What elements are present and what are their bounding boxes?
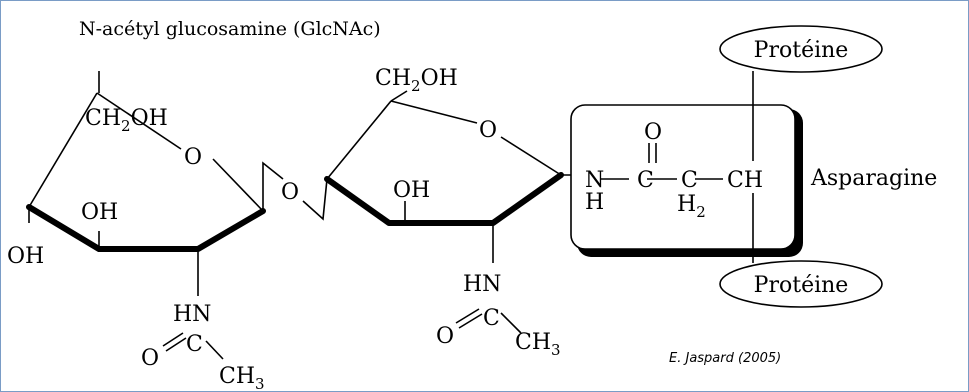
glycosidic-oxygen: O <box>281 180 299 205</box>
sugar1-ch3: CH3 <box>219 364 265 391</box>
sugar1-carbonyl-c: C <box>186 332 203 357</box>
sugar2-ch2oh: CH2OH <box>375 66 458 95</box>
asparagine-ch: CH <box>727 168 763 193</box>
credit-text: E. Jaspard (2005) <box>669 351 781 366</box>
asparagine-c2: C <box>681 168 698 193</box>
glycosidic-bond-right <box>302 178 328 221</box>
sugar1-hn: HN <box>173 302 211 327</box>
sugar1-oh-left: OH <box>7 244 44 269</box>
asparagine-box <box>570 104 796 250</box>
asparagine-c1: C <box>637 168 654 193</box>
asparagine-label: Asparagine <box>810 166 937 191</box>
asparagine-bonds <box>601 71 754 263</box>
sugar2-carbonyl-o: O <box>436 324 454 349</box>
sugar1-ring <box>26 71 266 360</box>
sugar1-ch2oh: CH2OH <box>85 106 168 135</box>
sugar2-ring <box>324 90 581 334</box>
asparagine-n: N <box>585 168 604 193</box>
asparagine-nh: H <box>585 190 604 215</box>
sugar1-carbonyl-o: O <box>141 346 159 371</box>
asparagine-h2: H2 <box>677 192 706 221</box>
asparagine-carbonyl-o: O <box>644 120 662 145</box>
protein-bottom-oval <box>719 260 883 308</box>
glycosidic-bond-left <box>262 161 284 211</box>
protein-top-oval <box>719 25 883 73</box>
protein-top-label: Protéine <box>754 38 849 63</box>
sugar2-oh-inner: OH <box>393 178 430 203</box>
sugar2-ch3: CH3 <box>515 330 561 359</box>
sugar1-ring-oxygen: O <box>184 145 202 170</box>
sugar2-hn: HN <box>463 272 501 297</box>
diagram-title: N-acétyl glucosamine (GlcNAc) <box>79 18 381 40</box>
sugar2-ring-oxygen: O <box>479 118 497 143</box>
sugar2-carbonyl-c: C <box>483 306 500 331</box>
protein-bottom-label: Protéine <box>754 273 849 298</box>
sugar1-oh-inner: OH <box>81 200 118 225</box>
